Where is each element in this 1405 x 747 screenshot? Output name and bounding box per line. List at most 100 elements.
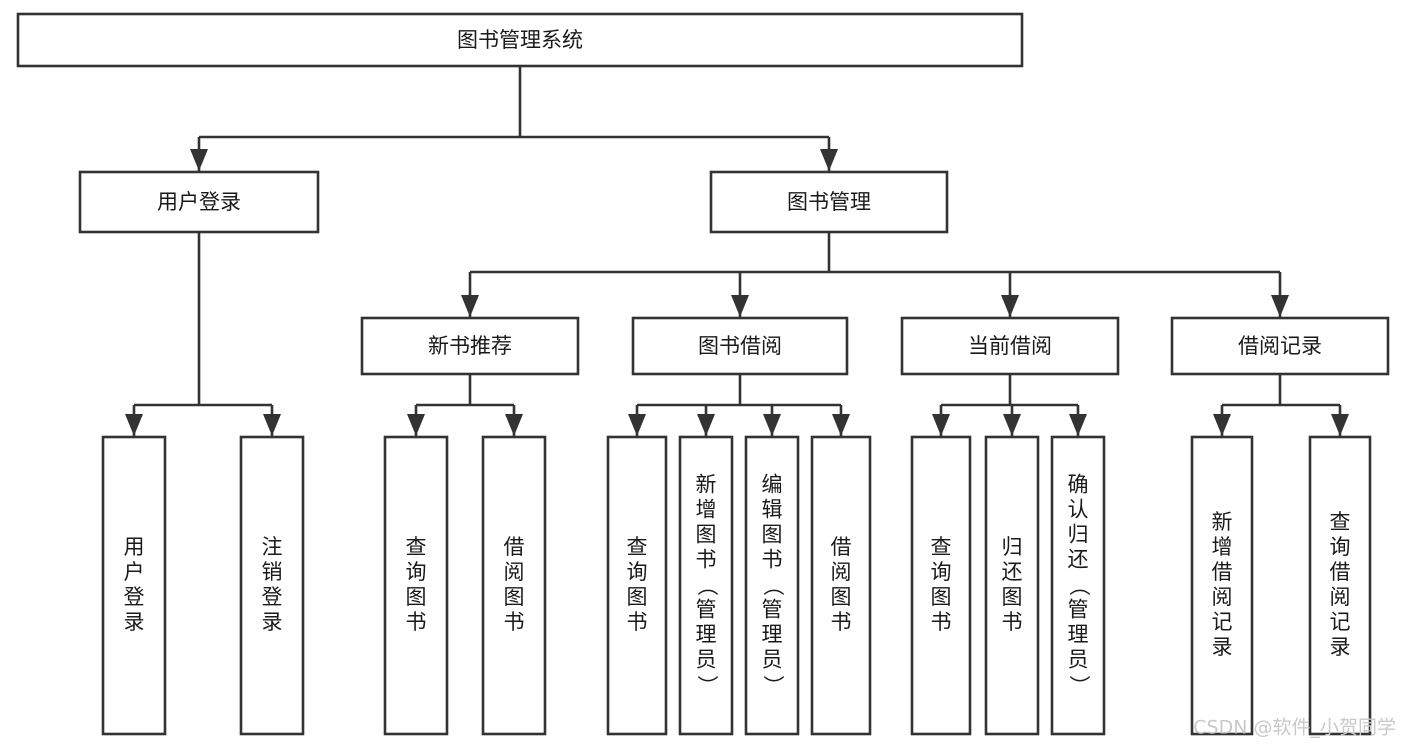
node-box[interactable] bbox=[810, 435, 872, 736]
node-label-char: 增 bbox=[696, 498, 717, 522]
node-new-book-recommend[interactable]: 新书推荐 bbox=[360, 316, 580, 376]
node-label-char: 新 bbox=[696, 473, 717, 497]
node-label-char: 用 bbox=[124, 535, 145, 559]
node-label-char: 录 bbox=[124, 610, 145, 634]
node-box[interactable] bbox=[1190, 435, 1254, 736]
node-label-char: 录 bbox=[262, 610, 283, 634]
arrow-head-icon bbox=[628, 414, 646, 436]
node-box[interactable] bbox=[360, 316, 580, 376]
node-label-char: 还 bbox=[1002, 560, 1023, 584]
node-box[interactable] bbox=[709, 170, 949, 234]
node-label-char: 书 bbox=[406, 610, 427, 634]
node-label: 图书管理系统 bbox=[457, 28, 583, 52]
arrow-head-icon bbox=[1271, 295, 1289, 317]
node-label-char: 管 bbox=[1068, 598, 1089, 622]
arrow-head-icon bbox=[1001, 295, 1019, 317]
node-label-char: 阅 bbox=[1212, 585, 1233, 609]
node-label-char: 图 bbox=[1002, 585, 1023, 609]
watermark-layer: CSDN @软件_小贺同学 bbox=[1193, 717, 1396, 739]
node-label-char: 阅 bbox=[1330, 585, 1351, 609]
node-label-char: 查 bbox=[627, 535, 648, 559]
node-label-char: （ bbox=[1067, 575, 1091, 596]
node-label-char: 借 bbox=[1330, 560, 1351, 584]
node-leaf-user-login[interactable]: 用户登录 bbox=[101, 435, 167, 736]
node-box[interactable] bbox=[631, 316, 849, 376]
node-borrow-record[interactable]: 借阅记录 bbox=[1170, 316, 1390, 376]
node-label-char: 书 bbox=[762, 548, 783, 572]
node-box[interactable] bbox=[1308, 435, 1372, 736]
node-box[interactable] bbox=[900, 316, 1120, 376]
arrow-head-icon bbox=[407, 414, 425, 436]
node-current-borrow[interactable]: 当前借阅 bbox=[900, 316, 1120, 376]
node-label-char: 管 bbox=[696, 598, 717, 622]
node-box[interactable] bbox=[744, 435, 800, 736]
node-label-char: ） bbox=[1067, 675, 1091, 696]
node-label-char: 书 bbox=[504, 610, 525, 634]
arrow-head-icon bbox=[731, 295, 749, 317]
node-root[interactable]: 图书管理系统 bbox=[16, 12, 1024, 68]
node-label-char: 图 bbox=[504, 585, 525, 609]
node-label-char: 询 bbox=[406, 560, 427, 584]
node-label-char: 借 bbox=[1212, 560, 1233, 584]
node-label: 借阅记录 bbox=[1238, 334, 1322, 358]
node-box[interactable] bbox=[606, 435, 668, 736]
node-user-login[interactable]: 用户登录 bbox=[78, 170, 320, 234]
arrow-head-icon bbox=[263, 414, 281, 436]
node-label-char: 管 bbox=[762, 598, 783, 622]
arrow-head-icon bbox=[1003, 414, 1021, 436]
node-box[interactable] bbox=[678, 435, 734, 736]
node-box[interactable] bbox=[1170, 316, 1390, 376]
node-box[interactable] bbox=[383, 435, 449, 736]
node-box[interactable] bbox=[101, 435, 167, 736]
node-box[interactable] bbox=[1050, 435, 1106, 736]
node-label-char: 登 bbox=[124, 585, 145, 609]
connector-group bbox=[190, 66, 838, 171]
connector-group bbox=[125, 232, 281, 436]
node-label-char: 阅 bbox=[504, 560, 525, 584]
arrow-head-icon bbox=[1069, 414, 1087, 436]
node-box[interactable] bbox=[910, 435, 972, 736]
node-box[interactable] bbox=[78, 170, 320, 234]
node-label-char: 查 bbox=[1330, 510, 1351, 534]
node-box[interactable] bbox=[481, 435, 547, 736]
node-label-char: 销 bbox=[262, 560, 283, 584]
connector-group bbox=[1213, 374, 1349, 436]
node-box[interactable] bbox=[239, 435, 305, 736]
node-label-char: 询 bbox=[1330, 535, 1351, 559]
node-book-manage[interactable]: 图书管理 bbox=[709, 170, 949, 234]
node-label: 用户登录 bbox=[157, 190, 241, 214]
arrow-head-icon bbox=[461, 295, 479, 317]
node-label-char: 记 bbox=[1212, 610, 1233, 634]
node-label-char: 新 bbox=[1212, 510, 1233, 534]
node-label-char: 书 bbox=[831, 610, 852, 634]
node-label-char: 书 bbox=[1002, 610, 1023, 634]
node-box[interactable] bbox=[984, 435, 1040, 736]
node-book-borrow[interactable]: 图书借阅 bbox=[631, 316, 849, 376]
node-label-char: 理 bbox=[696, 623, 717, 647]
node-label-char: 户 bbox=[124, 560, 145, 584]
connector-group bbox=[628, 374, 850, 436]
node-label-char: 编 bbox=[762, 473, 783, 497]
arrow-head-icon bbox=[1213, 414, 1231, 436]
node-label-char: 查 bbox=[931, 535, 952, 559]
node-box[interactable] bbox=[16, 12, 1024, 68]
